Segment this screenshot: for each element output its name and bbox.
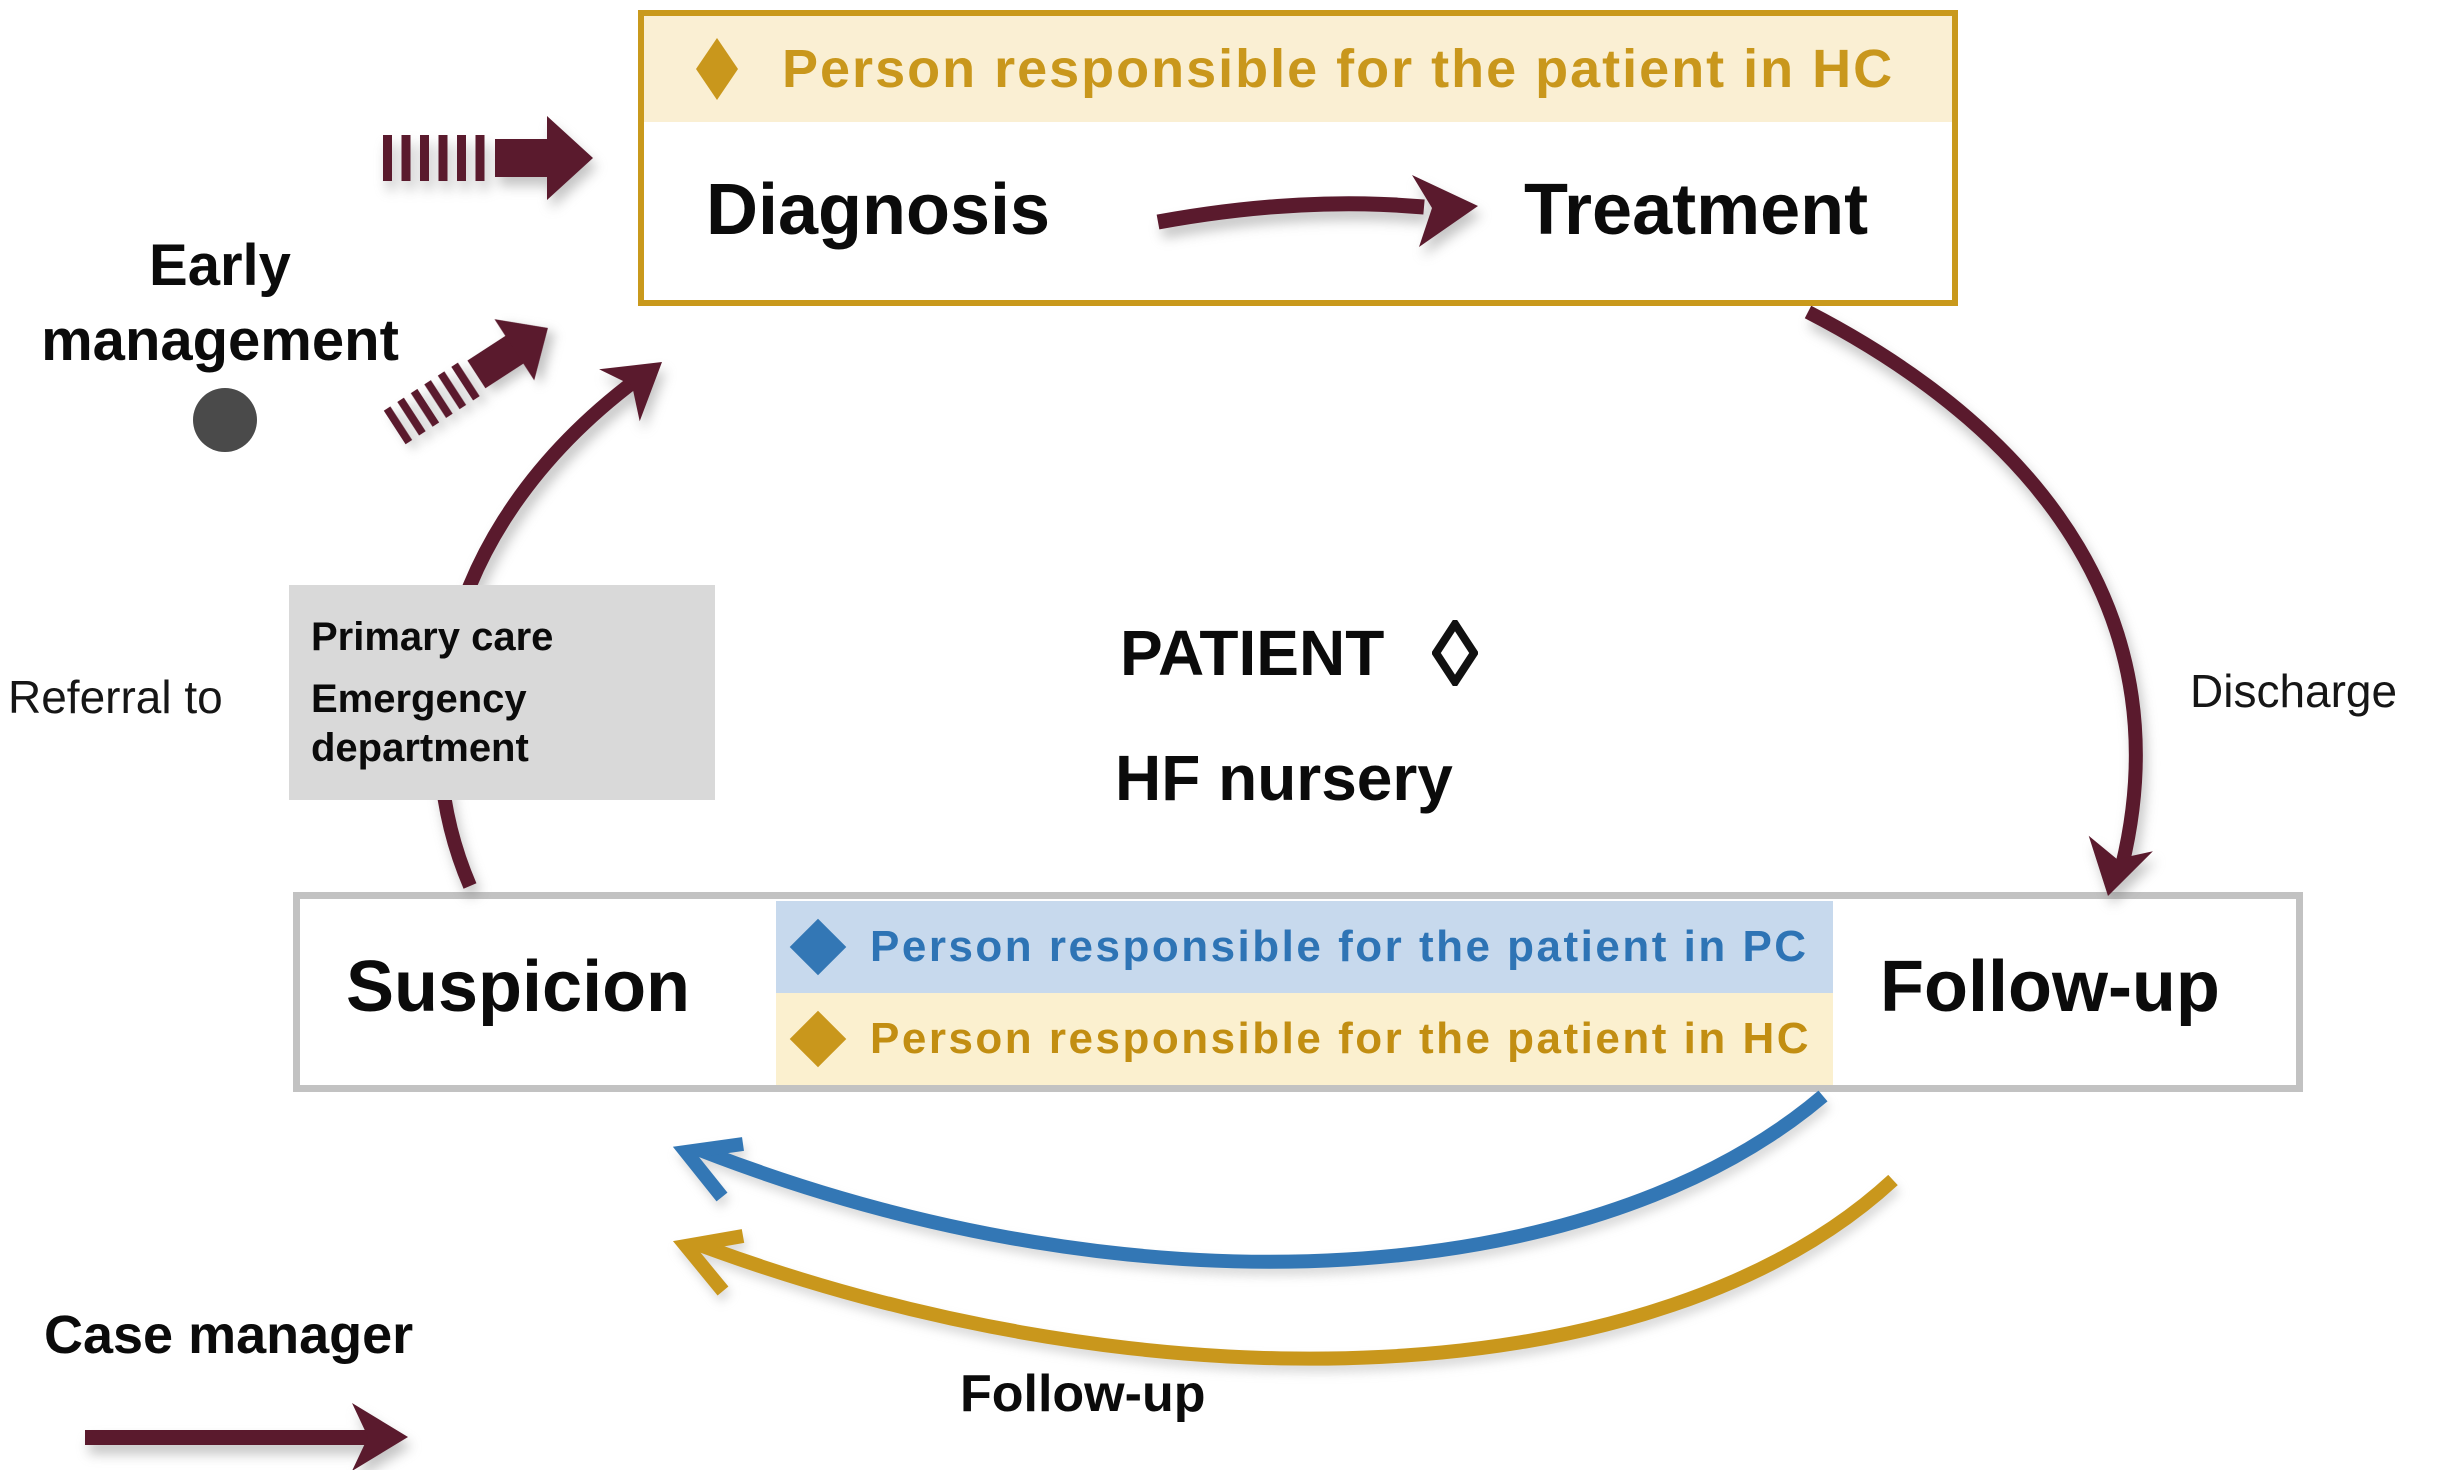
hc-legend-label: Person responsible for the patient in HC [782,39,1895,99]
early-management-label: Early management [41,233,399,374]
case-manager-label: Case manager [44,1305,414,1365]
hc-legend-header: Person responsible for the patient in HC [644,16,1952,122]
discharge-label: Discharge [2190,665,2398,717]
hc-legend-band: Person responsible for the patient in HC [776,993,1833,1085]
pc-legend-label: Person responsible for the patient in PC [870,922,1809,971]
emergency-department-label: Emergency department [311,677,529,770]
dashed-arrow-diagonal-icon [383,319,548,445]
suspicion-followup-box: Suspicion Person responsible for the pat… [293,892,2303,1092]
case-manager-arrow [85,1403,408,1470]
pc-legend-band: Person responsible for the patient in PC [776,901,1833,993]
diagnosis-treatment-box: Person responsible for the patient in HC… [638,10,1958,306]
treatment-label: Treatment [1524,170,1869,250]
patient-label: PATIENT [1120,617,1385,689]
patient-row: PATIENT [1120,617,1479,689]
dashed-arrow-horizontal-icon [383,116,593,200]
discharge-curve-arrow [1804,305,2153,896]
primary-care-label: Primary care [311,615,554,659]
hc-legend-label: Person responsible for the patient in HC [870,1014,1812,1063]
diagnosis-label: Diagnosis [706,170,1051,250]
responsibility-legend-bands: Person responsible for the patient in PC… [776,901,1833,1085]
pc-diamond-icon [789,918,847,976]
hc-diamond-icon [789,1010,847,1068]
primary-care-box: Primary care Emergency department [289,585,715,800]
suspicion-label: Suspicion [346,947,691,1027]
hf-nursery-label: HF nursery [1115,742,1453,814]
follow-up-hc-curve-arrow [672,1174,1898,1366]
patient-diamond-icon [1432,620,1479,686]
referral-to-label: Referral to [8,671,223,723]
early-management-dot-icon [193,388,257,452]
follow-up-pc-curve-arrow [672,1090,1828,1269]
follow-up-curve-label: Follow-up [960,1365,1206,1423]
hc-diamond-icon [696,38,738,100]
follow-up-stage-label: Follow-up [1880,947,2220,1027]
